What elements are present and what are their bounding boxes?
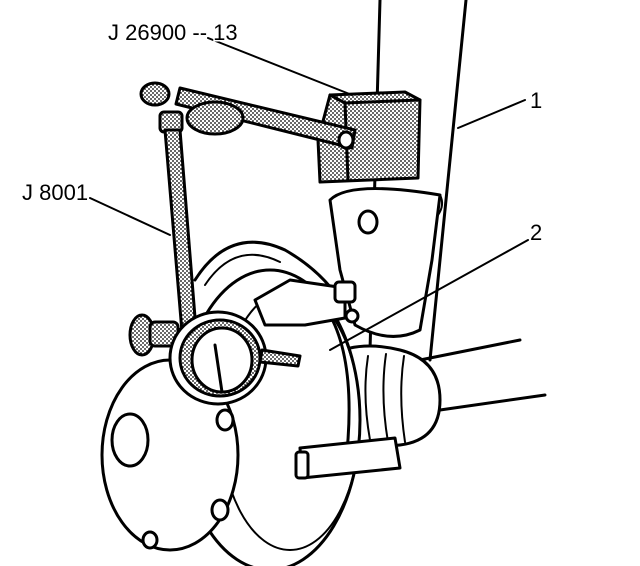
leader-j8001 [89,197,171,236]
label-item-2: 2 [530,220,542,245]
leader-j26900-13 [207,37,353,96]
leader-2 [329,239,529,351]
knuckle-bracket [328,187,444,338]
leader-1 [457,99,526,129]
caliper-clamp [253,278,360,327]
indicator-arm-horizontal [139,81,357,150]
indicator-arm-vertical [163,128,198,334]
boot-clamp [294,436,402,480]
label-item-1: 1 [530,88,542,113]
label-j8001: J 8001 [22,180,88,205]
dial-indicator [128,310,302,406]
label-j26900-13: J 26900 -- 13 [108,20,238,45]
drive-axle-shaft [418,338,547,412]
mounting-arc [193,240,342,302]
leader-lines [89,37,529,351]
